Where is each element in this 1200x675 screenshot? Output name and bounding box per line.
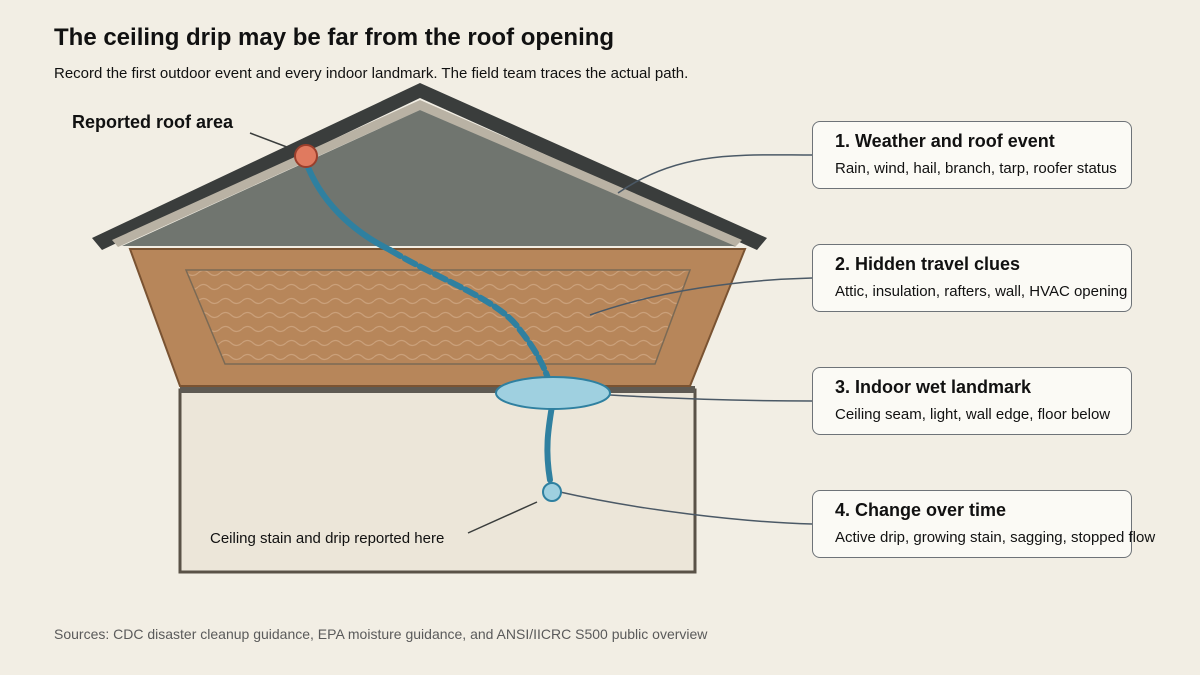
leader-line-card-2 bbox=[589, 277, 813, 316]
roof-gable bbox=[122, 110, 735, 246]
card-description: Rain, wind, hail, branch, tarp, roofer s… bbox=[835, 160, 1117, 177]
card-title: 3. Indoor wet landmark bbox=[835, 377, 1032, 397]
leader-line-card-1 bbox=[617, 154, 813, 194]
drip-point-marker bbox=[542, 482, 562, 502]
water-path-roof bbox=[303, 159, 393, 253]
card-description: Ceiling seam, light, wall edge, floor be… bbox=[835, 406, 1111, 423]
card-description: Active drip, growing stain, sagging, sto… bbox=[835, 529, 1156, 546]
leader-line-card-4 bbox=[559, 491, 813, 525]
leader-line-card-3 bbox=[609, 394, 813, 402]
roof-area-marker bbox=[294, 144, 318, 168]
ceiling-wet-spot bbox=[495, 376, 611, 410]
card-description: Attic, insulation, rafters, wall, HVAC o… bbox=[835, 283, 1128, 300]
sources-note: Sources: CDC disaster cleanup guidance, … bbox=[54, 626, 708, 642]
page-subtitle: Record the first outdoor event and every… bbox=[54, 65, 689, 82]
insulation-panel bbox=[184, 269, 692, 365]
card-title: 1. Weather and roof event bbox=[835, 131, 1055, 151]
ceiling-line bbox=[180, 386, 695, 393]
roof-area-label: Reported roof area bbox=[72, 112, 234, 132]
water-path-drip bbox=[544, 403, 555, 483]
water-path-hidden bbox=[387, 247, 555, 395]
room-box bbox=[178, 388, 697, 574]
card-indoor-wet-landmark: 3. Indoor wet landmark Ceiling seam, lig… bbox=[812, 367, 1132, 435]
card-title: 4. Change over time bbox=[835, 500, 1007, 520]
card-hidden-travel-clues: 2. Hidden travel clues Attic, insulation… bbox=[812, 244, 1132, 312]
card-weather-roof-event: 1. Weather and roof event Rain, wind, ha… bbox=[812, 121, 1132, 189]
card-change-over-time: 4. Change over time Active drip, growing… bbox=[812, 490, 1155, 558]
leader-line-drip-label bbox=[467, 501, 538, 534]
leader-line-roof-label bbox=[249, 132, 301, 153]
card-title: 2. Hidden travel clues bbox=[835, 254, 1021, 274]
page-title: The ceiling drip may be far from the roo… bbox=[54, 24, 615, 51]
ceiling-stain-label: Ceiling stain and drip reported here bbox=[210, 530, 445, 547]
